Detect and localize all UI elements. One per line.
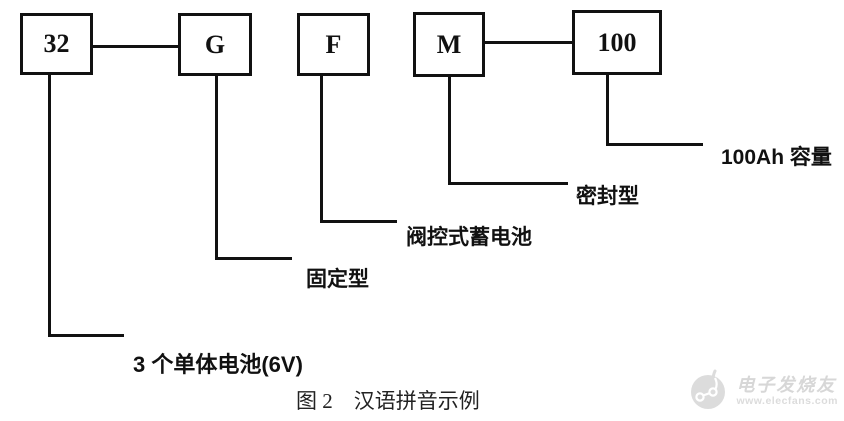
code-box-100-label: 100 [597,27,637,57]
code-box-f: F [297,13,370,76]
code-box-m-label: M [436,29,462,59]
figure-caption: 图 2 汉语拼音示例 [296,389,480,413]
code-box-m: M [413,12,485,77]
elecfans-logo-icon [688,366,730,417]
connector-32-g [93,45,178,48]
code-box-f-label: F [325,29,342,59]
watermark: 电子发烧友 www.elecfans.com [688,366,838,417]
label-sealed: 密封型 [576,185,639,208]
code-box-g-label: G [204,29,226,59]
leader-g-vertical [215,76,218,260]
label-capacity: 100Ah 容量 [721,146,832,169]
label-cells: 3 个单体电池(6V) [133,352,303,377]
leader-100-vertical [606,75,609,146]
leader-32-vertical [48,75,51,337]
code-box-32: 32 [20,13,93,75]
connector-m-100 [485,41,572,44]
leader-m-vertical [448,77,451,185]
leader-32-horizontal [48,334,124,337]
watermark-url: www.elecfans.com [736,395,838,408]
leader-f-vertical [320,76,323,223]
leader-100-horizontal [606,143,703,146]
leader-g-horizontal [215,257,292,260]
code-box-32-label: 32 [43,29,70,58]
leader-m-horizontal [448,182,568,185]
label-valve: 阀控式蓄电池 [406,226,532,249]
leader-f-horizontal [320,220,397,223]
watermark-brand-name: 电子发烧友 [736,375,837,396]
label-fixed: 固定型 [306,268,369,291]
code-box-100: 100 [572,10,662,75]
code-box-g: G [178,13,252,76]
